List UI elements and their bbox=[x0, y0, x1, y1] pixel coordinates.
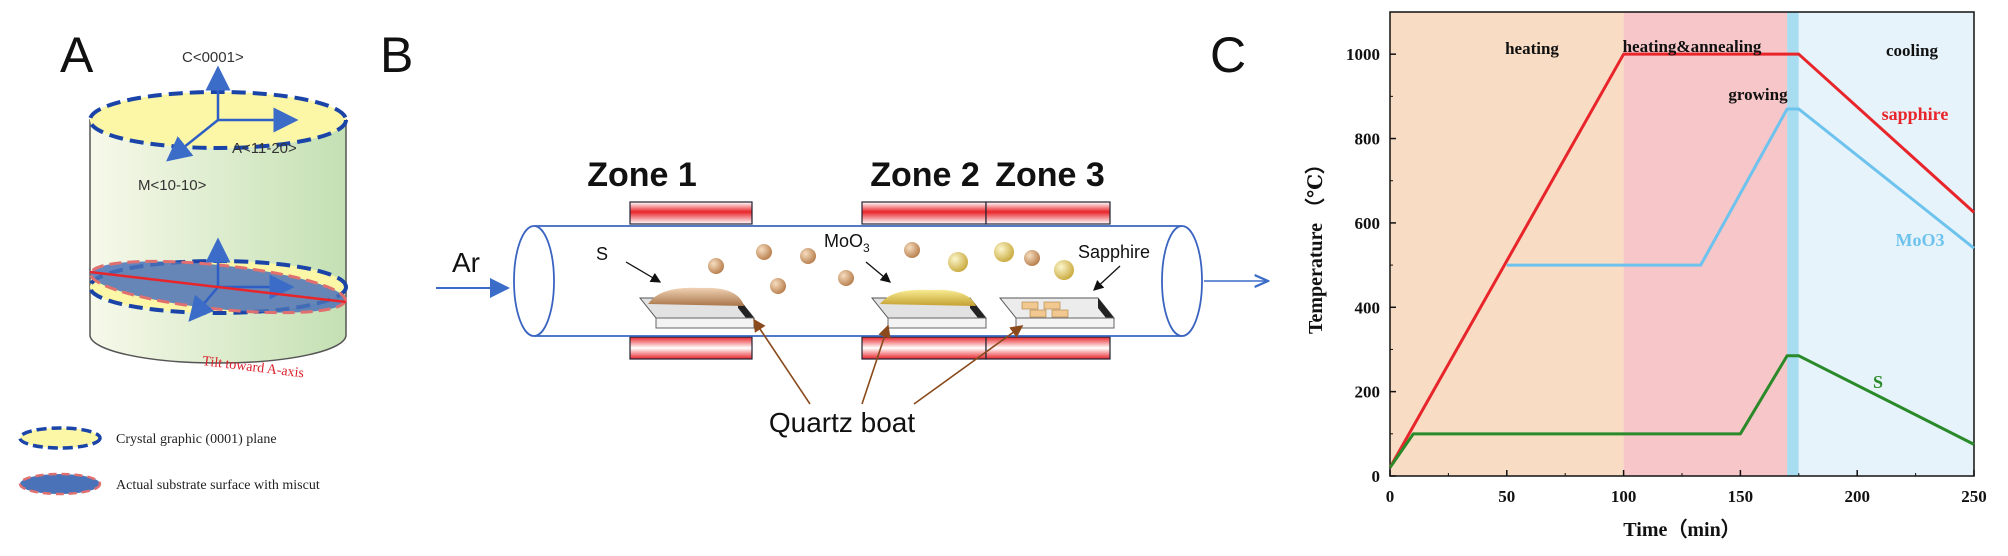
panel-a-label: A bbox=[60, 27, 94, 83]
temperature-chart: 0 50 100 150 200 250 0 200 400 600 800 1000Time（min… bbox=[1304, 11, 1987, 541]
heaters-bottom bbox=[629, 336, 1111, 360]
phase-band-heating-annealing bbox=[1623, 12, 1788, 476]
precursor-moo3-arrow bbox=[865, 261, 891, 283]
substrate-chip bbox=[1029, 309, 1047, 318]
y-axis-title: Temperature （℃） bbox=[1304, 154, 1327, 334]
x-tick-label: 250 bbox=[1961, 487, 1987, 506]
vapor-particle bbox=[948, 252, 968, 272]
gas-label: Ar bbox=[452, 247, 480, 278]
y-tick-label: 0 bbox=[1372, 467, 1381, 486]
zone-2-label: Zone 2 bbox=[870, 156, 980, 194]
substrate-chip bbox=[1043, 301, 1061, 310]
y-tick-label: 1000 bbox=[1346, 45, 1380, 64]
panel-b-label: B bbox=[380, 27, 413, 83]
y-tick-label: 400 bbox=[1355, 298, 1381, 317]
axis-c-label: C<0001> bbox=[182, 49, 244, 66]
legend-label-crystal-plane: Crystal graphic (0001) plane bbox=[116, 432, 277, 447]
tilt-line bbox=[89, 270, 347, 304]
x-axis-title: Time（min） bbox=[1623, 518, 1740, 541]
vapor-particle bbox=[770, 278, 786, 294]
precursor-s-label: S bbox=[596, 244, 608, 264]
y-tick-label: 600 bbox=[1355, 214, 1381, 233]
phase-label-growing: growing bbox=[1728, 85, 1788, 104]
series-label-moo3: MoO3 bbox=[1896, 230, 1945, 250]
heaters-top bbox=[629, 201, 1111, 225]
plane-axes bbox=[188, 237, 295, 322]
vapor-particle bbox=[800, 248, 816, 264]
quartz-tube bbox=[513, 225, 1203, 337]
y-tick-label: 800 bbox=[1355, 130, 1381, 149]
precursor-moo3-base: MoO bbox=[824, 231, 863, 251]
series-line-sapphire bbox=[1388, 52, 1976, 469]
legend-swatch-miscut bbox=[18, 472, 102, 496]
panel-c-label: C bbox=[1210, 27, 1246, 83]
legend-swatch-crystal-plane bbox=[18, 426, 102, 450]
vapor-particle bbox=[838, 270, 854, 286]
vapor-particle bbox=[1054, 260, 1074, 280]
series-line-s bbox=[1388, 354, 1975, 469]
x-tick-label: 150 bbox=[1728, 487, 1754, 506]
sapphire-boat bbox=[998, 297, 1116, 329]
axis-m-label: M<10-10> bbox=[138, 177, 207, 194]
phase-band-cooling bbox=[1798, 12, 1974, 476]
substrate-arrow bbox=[1093, 265, 1121, 291]
precursor-moo3-subscript: 3 bbox=[863, 241, 870, 255]
x-tick-label: 100 bbox=[1611, 487, 1637, 506]
phase-label-heating-annealing: heating&annealing bbox=[1623, 37, 1762, 56]
axis-a-label: A<11-20> bbox=[232, 140, 297, 157]
x-tick-label: 0 bbox=[1386, 487, 1395, 506]
sulfur-boat bbox=[638, 287, 756, 329]
series-line-moo3 bbox=[1506, 107, 1975, 267]
panel-a: A C<0001> A<11-20> M<10-10> Tilt to bbox=[18, 27, 348, 496]
panel-a-legend: Crystal graphic (0001) plane Actual subs… bbox=[18, 426, 320, 496]
phase-band-growing bbox=[1787, 12, 1799, 476]
precursor-moo3-label: MoO3 bbox=[824, 231, 870, 255]
zone-1-label: Zone 1 bbox=[587, 156, 697, 194]
moo3-boat bbox=[870, 289, 988, 329]
vapor-particles bbox=[708, 242, 1074, 294]
precursor-s-arrow bbox=[625, 261, 662, 283]
vapor-particle bbox=[756, 244, 772, 260]
quartz-boat-label: Quartz boat bbox=[769, 407, 916, 438]
series-label-sapphire: sapphire bbox=[1882, 104, 1949, 124]
substrate-chip bbox=[1021, 301, 1039, 310]
phase-label-cooling: cooling bbox=[1886, 41, 1938, 60]
vapor-particle bbox=[708, 258, 724, 274]
substrate-chip bbox=[1051, 309, 1069, 318]
panel-c: C 0 50 100 150 200 250 0 200 400 600 800 1000Time（m… bbox=[1210, 11, 1987, 541]
vapor-particle bbox=[1024, 250, 1040, 266]
substrate-label: Sapphire bbox=[1078, 242, 1150, 262]
vapor-particle bbox=[904, 242, 920, 258]
sapphire-cylinder bbox=[88, 90, 348, 364]
quartz-boat-arrows bbox=[753, 318, 1024, 405]
legend-label-miscut: Actual substrate surface with miscut bbox=[116, 478, 320, 493]
panel-b: B Zone 1 Zone 2 Zone 3 Ar bbox=[380, 27, 1268, 438]
zone-3-label: Zone 3 bbox=[995, 156, 1105, 194]
top-axes bbox=[166, 65, 299, 162]
y-tick-label: 200 bbox=[1355, 383, 1381, 402]
x-tick-label: 200 bbox=[1844, 487, 1870, 506]
series-label-s: S bbox=[1873, 372, 1883, 392]
x-tick-label: 50 bbox=[1498, 487, 1515, 506]
phase-label-heating: heating bbox=[1505, 39, 1559, 58]
vapor-particle bbox=[994, 242, 1014, 262]
